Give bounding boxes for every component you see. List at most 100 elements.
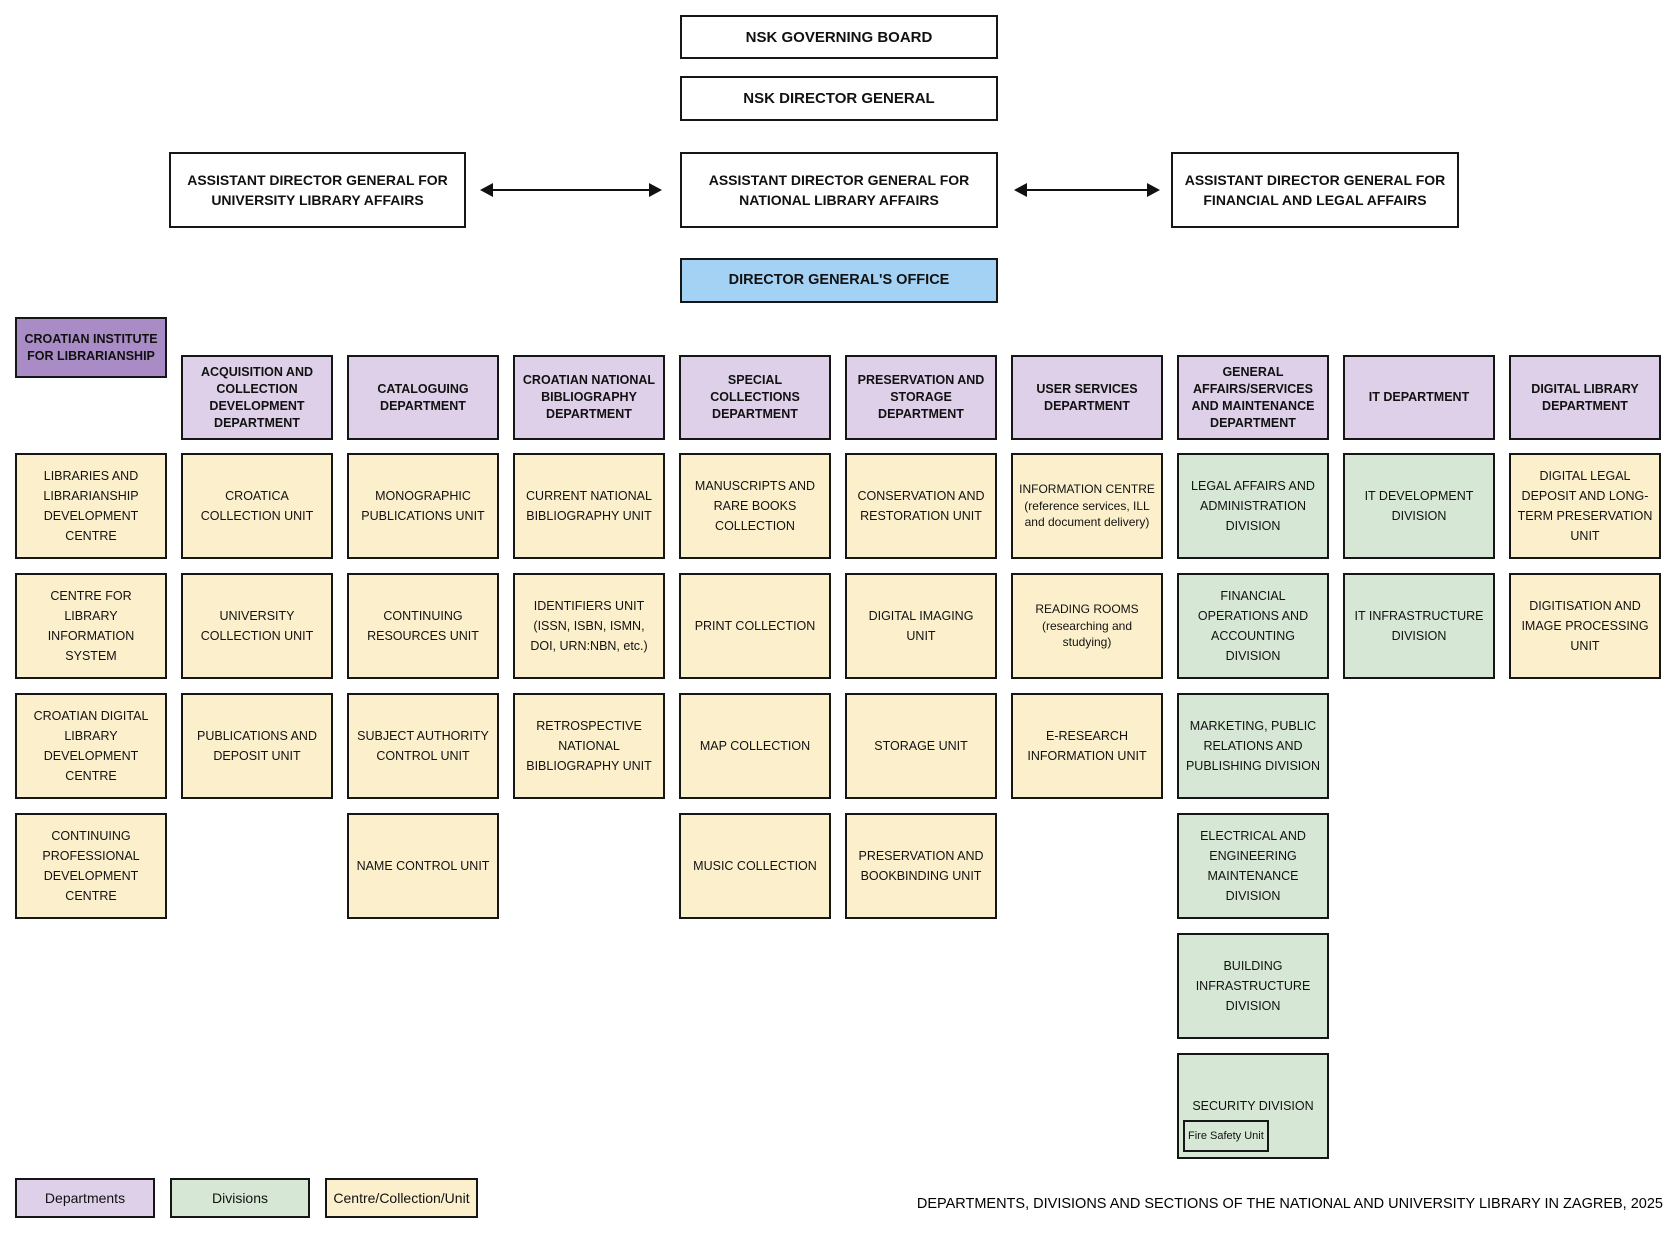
org-box-marketing-public-relations-and-publishing-divisi: MARKETING, PUBLIC RELATIONS AND PUBLISHI…	[1177, 693, 1329, 799]
org-box-conservation-and-restoration-unit: CONSERVATION AND RESTORATION UNIT	[845, 453, 997, 559]
org-box-label: MUSIC COLLECTION	[693, 859, 817, 873]
column-it-department: IT DEPARTMENT IT DEVELOPMENT DIVISION IT I…	[1343, 355, 1495, 679]
column-croatian-national-bibliography-department: CROATIAN NATIONAL BIBLIOGRAPHY DEPARTMEN…	[513, 355, 665, 799]
org-box-label: DIGITISATION AND IMAGE PROCESSING UNIT	[1521, 599, 1649, 653]
nsk-director-general-box: NSK DIRECTOR GENERAL	[680, 76, 998, 121]
legend-item-departments: Departments	[15, 1178, 155, 1218]
org-box-label: PUBLICATIONS AND DEPOSIT UNIT	[197, 729, 317, 763]
org-box-manuscripts-and-rare-books-collection: MANUSCRIPTS AND RARE BOOKS COLLECTION	[679, 453, 831, 559]
org-box-label: CONTINUING RESOURCES UNIT	[367, 609, 479, 643]
org-box-label: STORAGE UNIT	[874, 739, 968, 753]
double-arrow-right	[1014, 183, 1160, 197]
org-box-preservation-and-bookbinding-unit: PRESERVATION AND BOOKBINDING UNIT	[845, 813, 997, 919]
department-header-preservation-and-storage-department: PRESERVATION AND STORAGE DEPARTMENT	[845, 355, 997, 440]
org-box-label: IT INFRASTRUCTURE DIVISION	[1354, 609, 1484, 643]
org-box-reading-rooms-researching-and-studying: READING ROOMS (researching and studying)	[1011, 573, 1163, 679]
org-box-legal-affairs-and-administration-division: LEGAL AFFAIRS AND ADMINISTRATION DIVISIO…	[1177, 453, 1329, 559]
org-box-name-control-unit: NAME CONTROL UNIT	[347, 813, 499, 919]
org-box-university-collection-unit: UNIVERSITY COLLECTION UNIT	[181, 573, 333, 679]
org-box-security-division: SECURITY DIVISION Fire Safety Unit	[1177, 1053, 1329, 1159]
org-box-label: PRESERVATION AND BOOKBINDING UNIT	[858, 849, 984, 883]
org-box-label: CURRENT NATIONAL BIBLIOGRAPHY UNIT	[526, 489, 652, 523]
legend-item-divisions: Divisions	[170, 1178, 310, 1218]
nsk-governing-board-box: NSK GOVERNING BOARD	[680, 15, 998, 59]
org-box-label: INFORMATION CENTRE (reference services, …	[1019, 482, 1155, 530]
org-box-label: LEGAL AFFAIRS AND ADMINISTRATION DIVISIO…	[1191, 479, 1315, 533]
org-box-print-collection: PRINT COLLECTION	[679, 573, 831, 679]
org-box-label: CONSERVATION AND RESTORATION UNIT	[857, 489, 985, 523]
org-box-label: DIGITAL LEGAL DEPOSIT AND LONG-TERM PRES…	[1517, 469, 1653, 543]
org-box-subject-authority-control-unit: SUBJECT AUTHORITY CONTROL UNIT	[347, 693, 499, 799]
department-header-acquisition-and-collection-development-departmen: ACQUISITION AND COLLECTION DEVELOPMENT D…	[181, 355, 333, 440]
department-header-special-collections-department: SPECIAL COLLECTIONS DEPARTMENT	[679, 355, 831, 440]
org-box-label: CROATIAN DIGITAL LIBRARY DEVELOPMENT CEN…	[33, 709, 149, 783]
org-box-label: NAME CONTROL UNIT	[356, 859, 490, 873]
org-box-label: LIBRARIES AND LIBRARIANSHIP DEVELOPMENT …	[43, 469, 139, 543]
org-box-it-development-division: IT DEVELOPMENT DIVISION	[1343, 453, 1495, 559]
org-box-fire-safety-unit: Fire Safety Unit	[1183, 1120, 1269, 1152]
org-box-label: READING ROOMS (researching and studying)	[1035, 602, 1139, 650]
org-box-centre-for-library-information-system: CENTRE FOR LIBRARY INFORMATION SYSTEM	[15, 573, 167, 679]
column-croatian-institute-for-librarianship: CROATIAN INSTITUTE FOR LIBRARIANSHIP LIBR…	[15, 317, 167, 919]
assistant-director-financial-box: ASSISTANT DIRECTOR GENERAL FOR FINANCIAL…	[1171, 152, 1459, 228]
org-box-label: MANUSCRIPTS AND RARE BOOKS COLLECTION	[694, 479, 816, 533]
org-box-croatian-digital-library-development-centre: CROATIAN DIGITAL LIBRARY DEVELOPMENT CEN…	[15, 693, 167, 799]
org-box-map-collection: MAP COLLECTION	[679, 693, 831, 799]
org-box-label: SUBJECT AUTHORITY CONTROL UNIT	[357, 729, 489, 763]
org-box-label: CONTINUING PROFESSIONAL DEVELOPMENT CENT…	[42, 829, 140, 903]
org-box-label: CENTRE FOR LIBRARY INFORMATION SYSTEM	[47, 589, 135, 663]
column-preservation-and-storage-department: PRESERVATION AND STORAGE DEPARTMENT CONSE…	[845, 355, 997, 919]
department-header-croatian-institute-for-librarianship: CROATIAN INSTITUTE FOR LIBRARIANSHIP	[15, 317, 167, 378]
director-generals-office-box: DIRECTOR GENERAL'S OFFICE	[680, 258, 998, 303]
org-box-label: E-RESEARCH INFORMATION UNIT	[1027, 729, 1147, 763]
org-box-label: BUILDING INFRASTRUCTURE DIVISION	[1195, 959, 1311, 1013]
department-header-general-affairs-services-and-maintenance-departm: GENERAL AFFAIRS/SERVICES AND MAINTENANCE…	[1177, 355, 1329, 440]
org-box-e-research-information-unit: E-RESEARCH INFORMATION UNIT	[1011, 693, 1163, 799]
department-header-digital-library-department: DIGITAL LIBRARY DEPARTMENT	[1509, 355, 1661, 440]
department-header-croatian-national-bibliography-department: CROATIAN NATIONAL BIBLIOGRAPHY DEPARTMEN…	[513, 355, 665, 440]
org-box-label: UNIVERSITY COLLECTION UNIT	[200, 609, 314, 643]
chart-caption: DEPARTMENTS, DIVISIONS AND SECTIONS OF T…	[916, 1196, 1663, 1212]
org-box-label: SECURITY DIVISION	[1192, 1099, 1314, 1113]
org-box-croatica-collection-unit: CROATICA COLLECTION UNIT	[181, 453, 333, 559]
column-user-services-department: USER SERVICES DEPARTMENT INFORMATION CENT…	[1011, 355, 1163, 799]
org-box-label: FINANCIAL OPERATIONS AND ACCOUNTING DIVI…	[1197, 589, 1309, 663]
column-special-collections-department: SPECIAL COLLECTIONS DEPARTMENT MANUSCRIPT…	[679, 355, 831, 919]
org-box-electrical-and-engineering-maintenance-division: ELECTRICAL AND ENGINEERING MAINTENANCE D…	[1177, 813, 1329, 919]
org-box-identifiers-unit-issn-isbn-ismn-doi-urn-nbn-etc: IDENTIFIERS UNIT (ISSN, ISBN, ISMN, DOI,…	[513, 573, 665, 679]
org-box-label: MARKETING, PUBLIC RELATIONS AND PUBLISHI…	[1185, 719, 1321, 773]
org-box-building-infrastructure-division: BUILDING INFRASTRUCTURE DIVISION	[1177, 933, 1329, 1039]
double-arrow-left	[480, 183, 662, 197]
org-box-label: CROATICA COLLECTION UNIT	[200, 489, 314, 523]
org-box-current-national-bibliography-unit: CURRENT NATIONAL BIBLIOGRAPHY UNIT	[513, 453, 665, 559]
org-box-label: PRINT COLLECTION	[694, 619, 816, 633]
legend-item-centre-collection-unit: Centre/Collection/Unit	[325, 1178, 478, 1218]
column-digital-library-department: DIGITAL LIBRARY DEPARTMENT DIGITAL LEGAL …	[1509, 355, 1661, 679]
department-header-it-department: IT DEPARTMENT	[1343, 355, 1495, 440]
org-box-financial-operations-and-accounting-division: FINANCIAL OPERATIONS AND ACCOUNTING DIVI…	[1177, 573, 1329, 679]
org-box-digital-legal-deposit-and-long-term-preservation: DIGITAL LEGAL DEPOSIT AND LONG-TERM PRES…	[1509, 453, 1661, 559]
org-box-digital-imaging-unit: DIGITAL IMAGING UNIT	[845, 573, 997, 679]
assistant-director-university-box: ASSISTANT DIRECTOR GENERAL FOR UNIVERSIT…	[169, 152, 466, 228]
org-box-continuing-resources-unit: CONTINUING RESOURCES UNIT	[347, 573, 499, 679]
org-box-monographic-publications-unit: MONOGRAPHIC PUBLICATIONS UNIT	[347, 453, 499, 559]
department-header-user-services-department: USER SERVICES DEPARTMENT	[1011, 355, 1163, 440]
org-box-continuing-professional-development-centre: CONTINUING PROFESSIONAL DEVELOPMENT CENT…	[15, 813, 167, 919]
org-box-label: IDENTIFIERS UNIT (ISSN, ISBN, ISMN, DOI,…	[530, 599, 648, 653]
org-box-label: MAP COLLECTION	[699, 739, 811, 753]
column-general-affairs-services-and-maintenance-departm: GENERAL AFFAIRS/SERVICES AND MAINTENANCE…	[1177, 355, 1329, 1159]
org-box-label: RETROSPECTIVE NATIONAL BIBLIOGRAPHY UNIT	[526, 719, 652, 773]
org-box-retrospective-national-bibliography-unit: RETROSPECTIVE NATIONAL BIBLIOGRAPHY UNIT	[513, 693, 665, 799]
org-box-label: DIGITAL IMAGING UNIT	[868, 609, 974, 643]
org-box-publications-and-deposit-unit: PUBLICATIONS AND DEPOSIT UNIT	[181, 693, 333, 799]
org-box-information-centre-reference-services-ill-and-do: INFORMATION CENTRE (reference services, …	[1011, 453, 1163, 559]
org-box-label: IT DEVELOPMENT DIVISION	[1364, 489, 1474, 523]
org-box-storage-unit: STORAGE UNIT	[845, 693, 997, 799]
column-acquisition-and-collection-development-departmen: ACQUISITION AND COLLECTION DEVELOPMENT D…	[181, 355, 333, 799]
org-box-libraries-and-librarianship-development-centre: LIBRARIES AND LIBRARIANSHIP DEVELOPMENT …	[15, 453, 167, 559]
org-box-it-infrastructure-division: IT INFRASTRUCTURE DIVISION	[1343, 573, 1495, 679]
org-box-label: MONOGRAPHIC PUBLICATIONS UNIT	[361, 489, 485, 523]
assistant-director-national-box: ASSISTANT DIRECTOR GENERAL FOR NATIONAL …	[680, 152, 998, 228]
